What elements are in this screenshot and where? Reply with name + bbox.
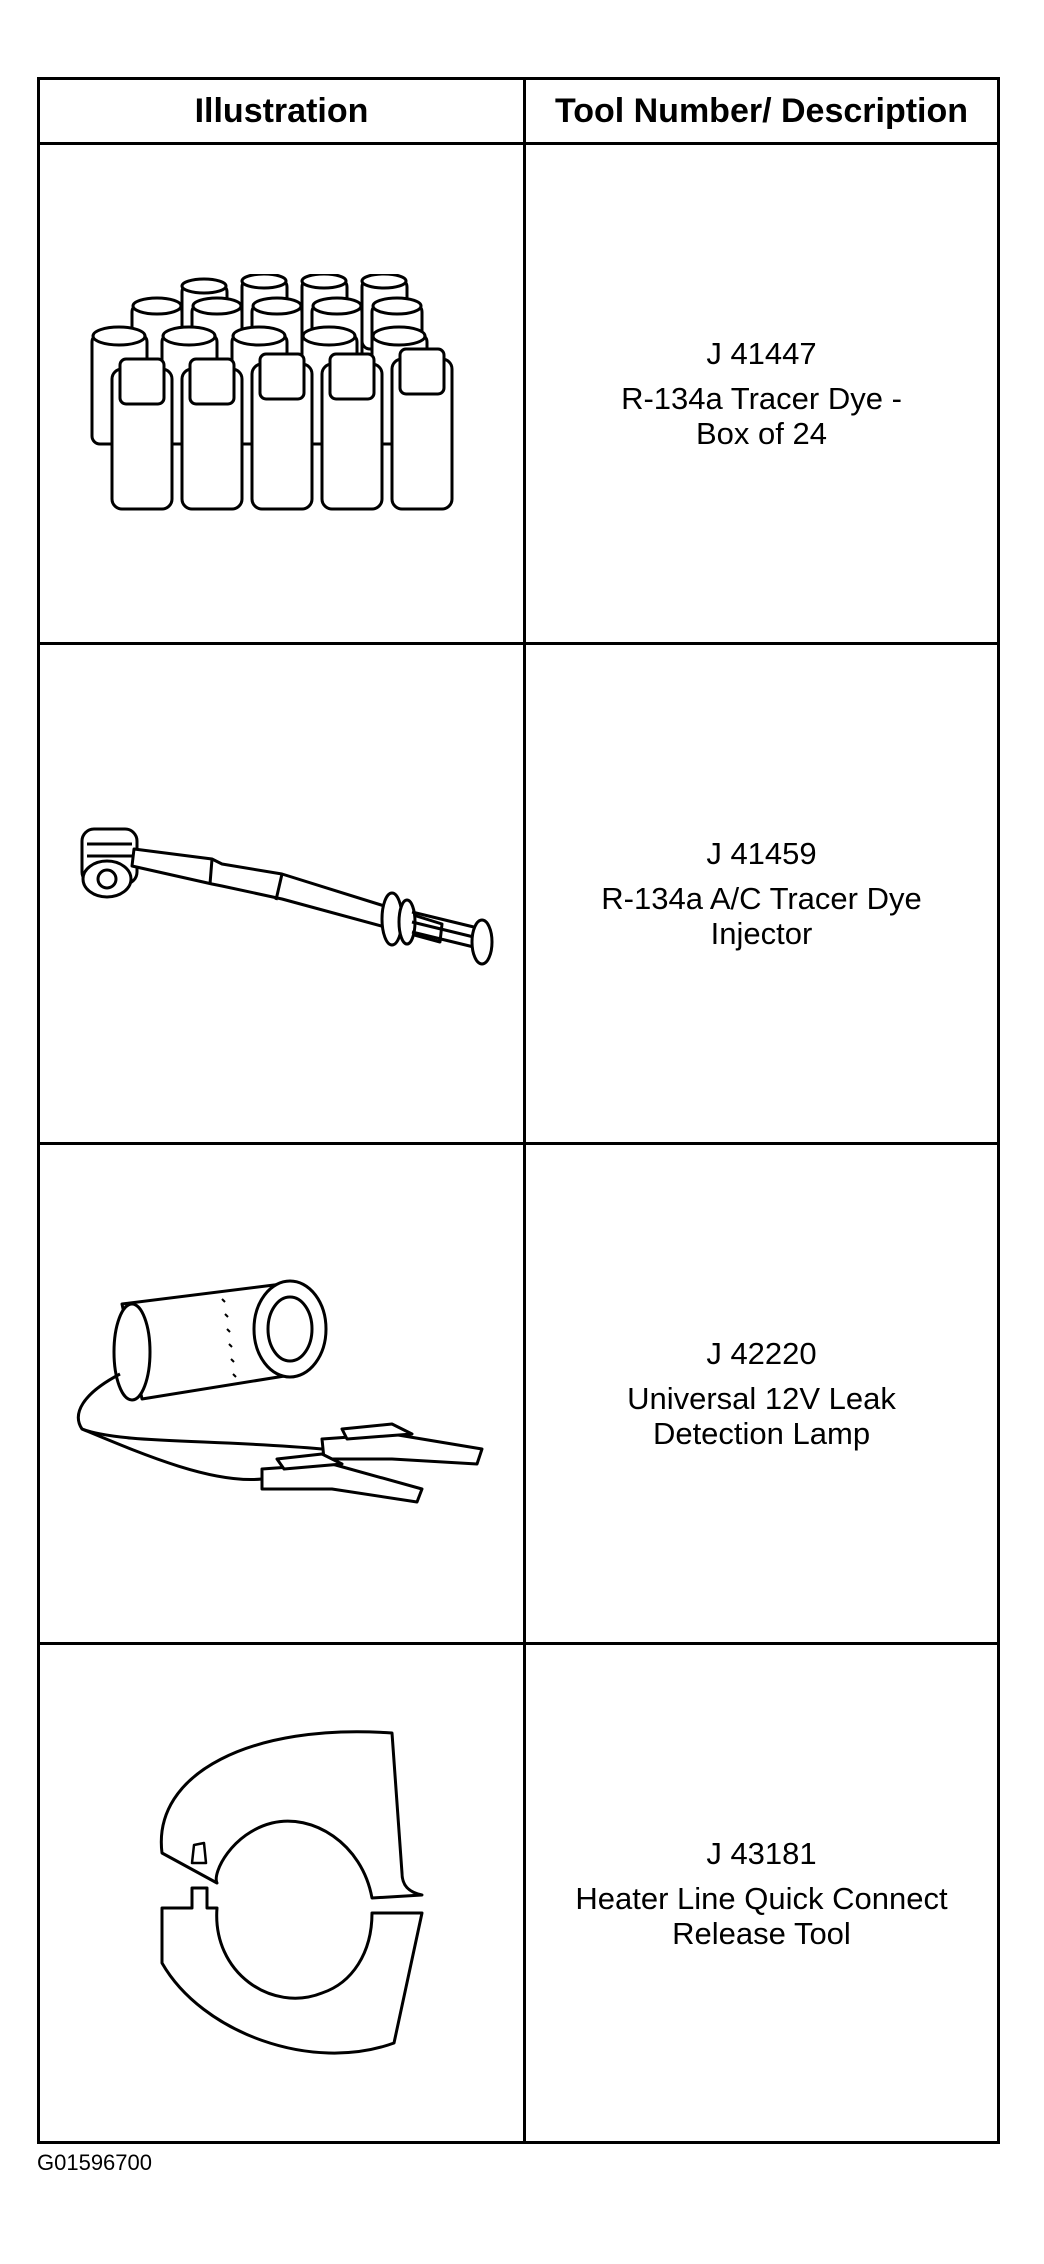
tool-description-line: Heater Line Quick Connect: [575, 1880, 948, 1916]
tool-number: J 42220: [706, 1336, 817, 1371]
header-illustration: Illustration: [37, 77, 526, 145]
table-row: J 41447 R-134a Tracer Dye - Box of 24: [37, 142, 1000, 645]
header-tool-description: Tool Number/ Description: [523, 77, 1000, 145]
quick-connect-release-tool-icon: [159, 1730, 423, 2055]
description-cell: J 43181 Heater Line Quick Connect Releas…: [523, 1642, 1000, 2144]
dye-injector-icon: [80, 827, 493, 965]
tool-number: J 41459: [706, 836, 817, 871]
description-cell: J 41447 R-134a Tracer Dye - Box of 24: [523, 142, 1000, 645]
illustration-cell: [37, 1142, 526, 1645]
description-cell: J 41459 R-134a A/C Tracer Dye Injector: [523, 642, 1000, 1145]
tool-description-line: R-134a Tracer Dye -: [621, 381, 902, 416]
header-row: Illustration Tool Number/ Description: [37, 77, 1000, 145]
tool-description-line: Injector: [710, 916, 813, 951]
illustration-cell: [37, 642, 526, 1145]
illustration-cell: [37, 1642, 526, 2144]
tool-description-line: Box of 24: [696, 416, 827, 451]
tracer-dye-bottles-icon: [90, 273, 453, 510]
tool-number: J 43181: [706, 1835, 817, 1871]
illustration-cell: [37, 142, 526, 645]
table-row: J 41459 R-134a A/C Tracer Dye Injector: [37, 642, 1000, 1145]
tool-description-line: R-134a A/C Tracer Dye: [601, 881, 922, 916]
table-row: J 43181 Heater Line Quick Connect Releas…: [37, 1642, 1000, 2144]
tool-number: J 41447: [706, 336, 817, 371]
tool-description-line: Universal 12V Leak: [627, 1381, 896, 1416]
tool-table: Illustration Tool Number/ Description: [37, 77, 1000, 2144]
tool-description-line: Release Tool: [672, 1915, 851, 1951]
figure-id: G01596700: [37, 2150, 152, 2175]
leak-detection-lamp-icon: [76, 1279, 483, 1503]
tool-description-line: Detection Lamp: [652, 1416, 871, 1451]
description-cell: J 42220 Universal 12V Leak Detection Lam…: [523, 1142, 1000, 1645]
table-row: J 42220 Universal 12V Leak Detection Lam…: [37, 1142, 1000, 1645]
